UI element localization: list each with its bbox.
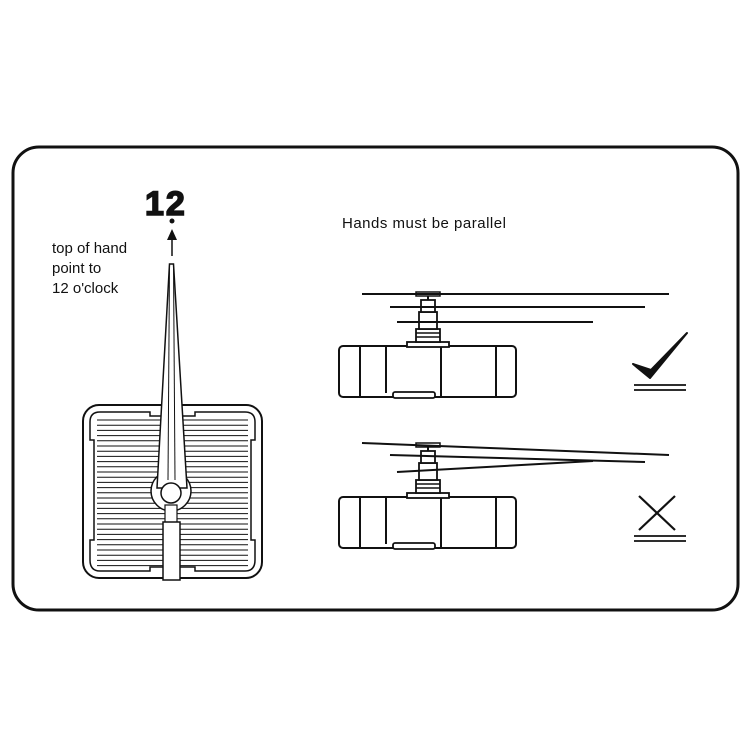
numeral-12: 12 [145, 185, 187, 223]
instruction-line-2: point to [52, 260, 101, 277]
arrow-up-icon [167, 229, 177, 240]
movement-housing [338, 496, 517, 549]
movement-side-incorrect [338, 442, 670, 550]
twelve-dot [169, 218, 175, 224]
hanger-tab [392, 542, 436, 550]
card-border [11, 145, 740, 612]
movement-side-correct [338, 291, 669, 399]
hanger-tab [392, 391, 436, 399]
clock-hand [150, 263, 192, 581]
spindle [415, 328, 441, 343]
movement-housing [338, 345, 517, 398]
cross-icon [634, 495, 686, 542]
instruction-line-1: top of hand [52, 240, 127, 257]
instruction-line-3: 12 o'clock [52, 280, 119, 297]
heading: Hands must be parallel [342, 215, 506, 232]
check-icon [632, 332, 688, 391]
spindle [415, 479, 441, 494]
